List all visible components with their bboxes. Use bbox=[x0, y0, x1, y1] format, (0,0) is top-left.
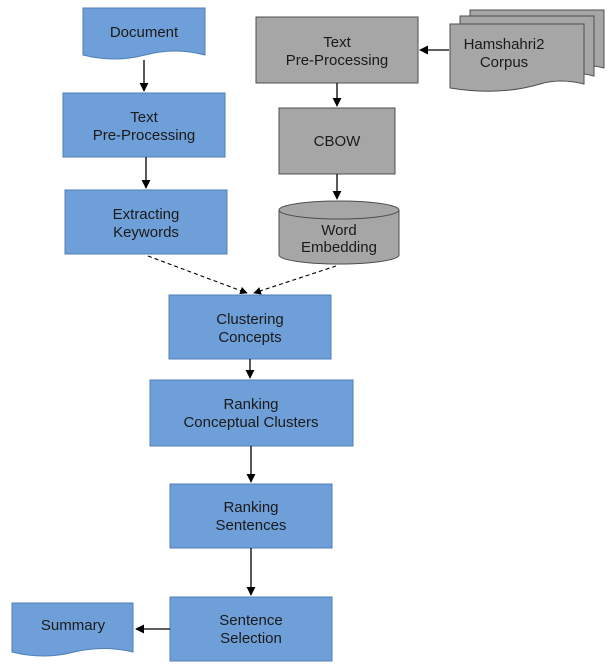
text-preprocessing-left-node: Text Pre-Processing bbox=[62, 92, 226, 158]
ranking-sentences-line1: Ranking bbox=[223, 499, 278, 516]
text-preprocessing-right-line1: Text bbox=[323, 34, 351, 51]
ranking-clusters-line1: Ranking bbox=[223, 396, 278, 413]
document-label: Document bbox=[110, 24, 179, 41]
text-preprocessing-right-line2: Pre-Processing bbox=[286, 52, 389, 69]
corpus-node: Hamshahri2 Corpus bbox=[449, 9, 605, 92]
document-node: Document bbox=[82, 7, 206, 60]
summary-label: Summary bbox=[41, 617, 106, 634]
sentence-selection-node: Sentence Selection bbox=[169, 596, 333, 662]
extracting-keywords-line1: Extracting bbox=[113, 206, 180, 223]
ranking-sentences-node: Ranking Sentences bbox=[169, 483, 333, 549]
extracting-keywords-line2: Keywords bbox=[113, 224, 179, 241]
ranking-clusters-node: Ranking Conceptual Clusters bbox=[149, 379, 354, 447]
text-preprocessing-left-line1: Text bbox=[130, 109, 158, 126]
ranking-sentences-line2: Sentences bbox=[216, 517, 287, 534]
cbow-node: CBOW bbox=[278, 107, 396, 175]
text-preprocessing-left-line2: Pre-Processing bbox=[93, 127, 196, 144]
word-embedding-line2: Embedding bbox=[301, 239, 377, 256]
ranking-clusters-line2: Conceptual Clusters bbox=[183, 414, 318, 431]
clustering-concepts-node: Clustering Concepts bbox=[168, 294, 332, 360]
clustering-concepts-line2: Concepts bbox=[218, 329, 281, 346]
sentence-selection-line1: Sentence bbox=[219, 612, 282, 629]
clustering-concepts-line1: Clustering bbox=[216, 311, 284, 328]
extracting-keywords-node: Extracting Keywords bbox=[64, 189, 228, 255]
word-embedding-node: Word Embedding bbox=[278, 200, 400, 265]
word-embedding-line1: Word bbox=[321, 222, 357, 239]
arrow-keywords-to-clustering bbox=[147, 255, 248, 295]
corpus-line2: Corpus bbox=[480, 54, 528, 71]
corpus-line1: Hamshahri2 bbox=[464, 36, 545, 53]
arrow-embedding-to-clustering bbox=[253, 265, 337, 295]
cbow-label: CBOW bbox=[314, 133, 362, 150]
summary-node: Summary bbox=[11, 602, 134, 657]
sentence-selection-line2: Selection bbox=[220, 630, 282, 647]
text-preprocessing-right-node: Text Pre-Processing bbox=[255, 16, 419, 84]
